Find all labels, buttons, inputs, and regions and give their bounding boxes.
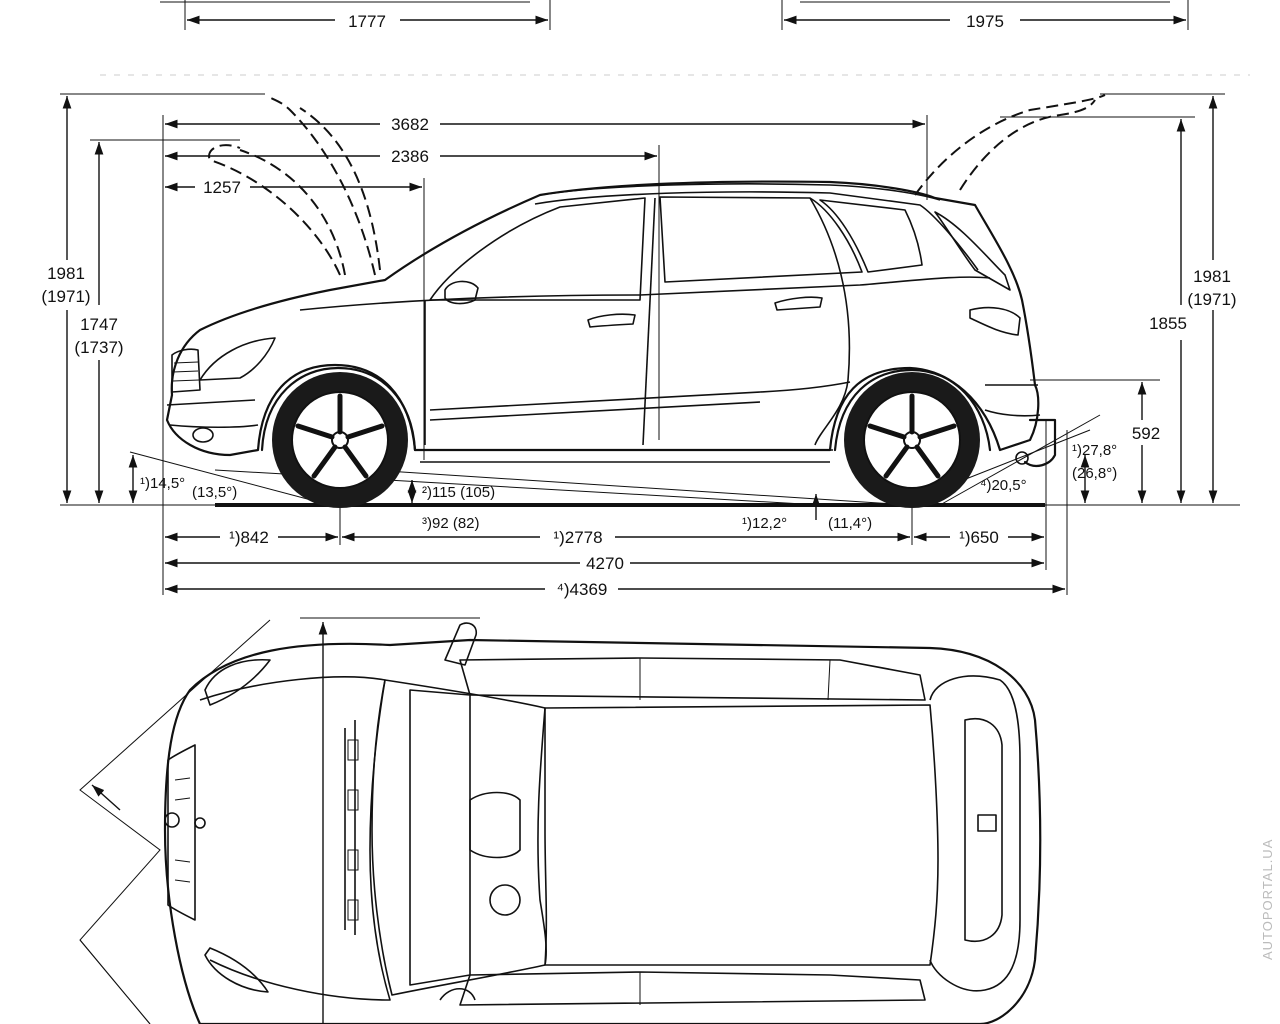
length-label: 4270: [586, 554, 624, 573]
top-view: [79, 617, 1042, 1024]
length-tow-label: ⁴)4369: [557, 580, 608, 599]
departure-tow-angle-label: ⁴)20,5°: [980, 477, 1027, 494]
height-left-alt-label: (1971): [41, 287, 90, 306]
side-view: 1981 (1971) 1747 (1737) 1981 (1971) 1855…: [41, 93, 1240, 599]
approach-angle-label: ¹)14,5°: [140, 475, 185, 492]
roof-height-label: 1747: [80, 315, 118, 334]
height-right-alt-label: (1971): [1187, 290, 1236, 309]
breakover-angle-label: ¹)12,2°: [742, 515, 787, 532]
length-3682-label: 3682: [391, 115, 429, 134]
rear-track-label: 1975: [966, 12, 1004, 31]
height-592-label: 592: [1132, 424, 1160, 443]
approach-angle-alt-label: (13,5°): [192, 484, 237, 501]
rear-overhang-label: ¹)650: [959, 528, 999, 547]
car-top-outline: [163, 622, 1042, 1024]
front-overhang-label: ¹)842: [229, 528, 269, 547]
departure-angle-label: ¹)27,8°: [1072, 442, 1117, 459]
front-wheel: [272, 372, 408, 508]
front-track-label: 1777: [348, 12, 386, 31]
watermark: AUTOPORTAL.UA: [1260, 839, 1275, 960]
length-2386-label: 2386: [391, 147, 429, 166]
length-1257-label: 1257: [203, 178, 241, 197]
car-side-outline: [165, 94, 1106, 508]
ramp-clearance-label: ³)92 (82): [422, 515, 480, 532]
wheelbase-label: ¹)2778: [553, 528, 602, 547]
tailgate-height-label: 1855: [1149, 314, 1187, 333]
track-dimensions: 1777 1975: [160, 0, 1189, 31]
roof-height-alt-label: (1737): [74, 338, 123, 357]
height-left-label: 1981: [47, 264, 85, 283]
ground-clearance-label: ²)115 (105): [422, 484, 495, 501]
height-right-label: 1981: [1193, 267, 1231, 286]
rear-wheel: [844, 372, 980, 508]
breakover-angle-alt-label: (11,4°): [828, 515, 872, 532]
departure-angle-alt-label: (26,8°): [1072, 465, 1117, 482]
